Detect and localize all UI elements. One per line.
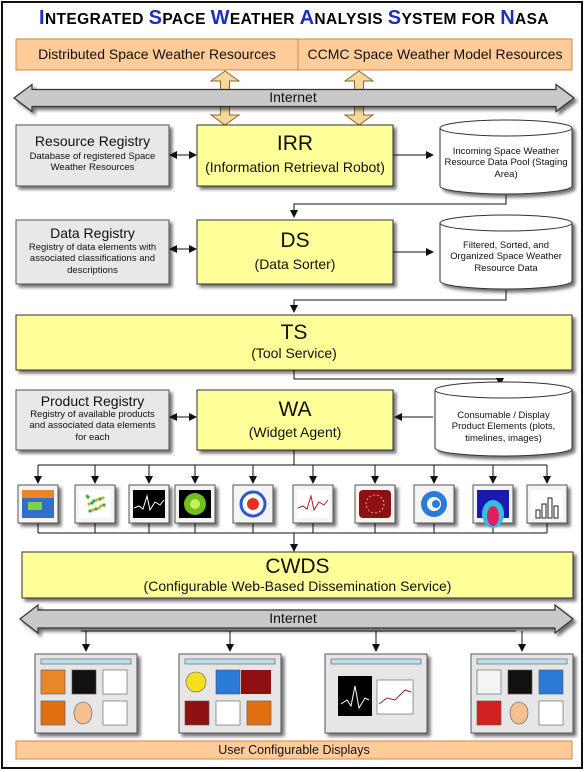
title-rest: YSTEM [401,11,457,28]
title-initial: N [500,7,516,29]
red-disk-widget [354,484,396,524]
internet-top-arrow [13,83,575,113]
wa-box [196,389,394,451]
title-initial: A [299,7,315,29]
data-registry-title: Data Registry [50,225,135,241]
title-word: ANALYSIS [300,7,383,29]
wa-name: WA [278,398,312,421]
ds-full-name: (Data Sorter) [254,256,336,272]
title-rest: NALYSIS [314,11,383,28]
resource-registry-box [15,124,170,187]
diagram-title: INTEGRATED SPACE WEATHER ANALYSIS SYSTEM… [3,7,581,30]
title-initial: W [210,7,230,29]
waveform-widget [128,484,170,524]
wa-full-name: (Widget Agent) [248,424,342,440]
title-rest: FOR [461,11,496,28]
scatter-widget [74,484,116,524]
user-display [178,653,282,734]
resources-bar [15,38,573,71]
resource-registry-desc: Database of registered Space Weather Res… [29,151,156,174]
pool-to-ts-arrow [290,290,507,313]
internet-bottom-arrow [19,603,574,635]
title-initial: I [39,7,45,29]
product-registry-desc: Registry of available products and assoc… [29,409,156,443]
consumable-pool-text: Consumable / Display Product Elements (p… [451,410,556,444]
resource-registry-title: Resource Registry [34,133,151,149]
bar-chart-widget [526,484,568,524]
irr-full-name: (Information Retrieval Robot) [205,159,385,175]
data-registry-desc: Registry of data elements with associate… [28,242,157,276]
cwds-box [21,551,574,599]
irr-box [196,124,394,187]
data-registry-box [15,219,170,285]
ts-box [15,314,573,371]
product-registry-box [15,389,170,451]
diagram-canvas [13,38,575,760]
internet-top-label: Internet [269,89,317,105]
incoming-pool-text: Incoming Space Weather Resource Data Poo… [444,146,568,180]
user-display [324,653,428,734]
user-display [470,653,574,734]
cwds-full-name: (Configurable Web-Based Dissemination Se… [143,578,452,594]
ts-full-name: (Tool Service) [251,345,337,361]
title-initial: S [387,7,402,29]
ts-name: TS [280,321,308,344]
ds-name: DS [280,229,310,252]
map-widget [17,484,59,524]
consumable-pool-cylinder [434,381,573,457]
distributed-resources-label: Distributed Space Weather Resources [38,46,276,62]
timeline-plot-widget [292,484,334,524]
title-rest: NTEGRATED [44,11,144,28]
title-initial: S [148,7,163,29]
title-word: WEATHER [211,7,295,29]
product-registry-title: Product Registry [40,393,145,409]
irr-name: IRR [276,132,314,155]
filtered-pool-text: Filtered, Sorted, and Organized Space We… [450,240,562,274]
title-word: NASA [500,7,549,29]
title-word: SYSTEM [388,7,457,29]
pool-to-ds-arrow [290,195,507,218]
sun-disk-widget [174,484,216,524]
heatmap-widget [472,484,514,528]
title-word: FOR [462,11,496,28]
title-rest: ASA [515,11,549,28]
cwds-name: CWDS [265,555,330,578]
incoming-pool-cylinder [439,119,573,195]
filtered-pool-cylinder [439,214,573,290]
internet-bottom-label: Internet [269,610,317,626]
displays-label: User Configurable Displays [218,743,370,757]
displays-label-bar [15,740,573,760]
title-word: INTEGRATED [39,7,144,29]
user-display [34,653,138,734]
swirl-widget [232,484,274,524]
title-rest: EATHER [229,11,295,28]
ccmc-resources-label: CCMC Space Weather Model Resources [307,46,563,62]
blue-swirl-widget [413,484,455,524]
title-word: SPACE [149,7,206,29]
title-rest: PACE [162,11,206,28]
